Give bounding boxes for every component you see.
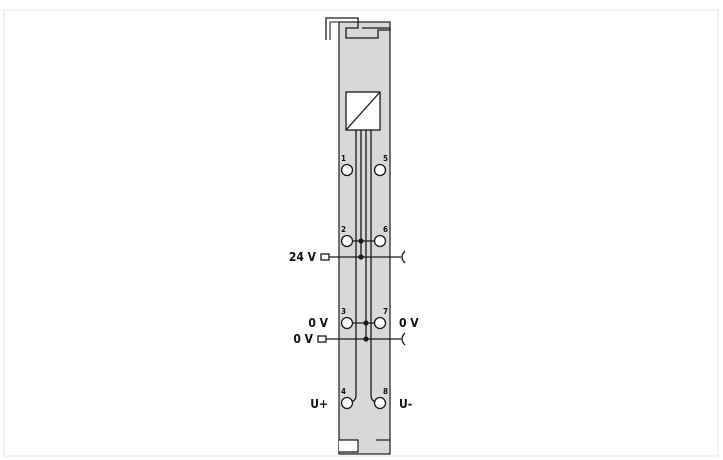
terminal-7 [373, 316, 387, 330]
terminal-1 [340, 163, 354, 177]
terminal-8 [373, 396, 387, 410]
top-latch-inner [329, 21, 354, 40]
jumper-contact-24v-right [401, 250, 406, 264]
label-24v: 24 V [289, 250, 317, 264]
label-terminal-3: 0 V [308, 316, 328, 330]
converter-icon [345, 91, 381, 131]
label-terminal-4: U+ [310, 397, 328, 411]
terminal-number: 8 [383, 387, 388, 396]
terminal-number: 1 [341, 154, 346, 163]
terminal-clamps [340, 163, 387, 410]
bottom-latch-left [339, 439, 359, 453]
top-latch [325, 17, 391, 40]
junction-dot [358, 238, 364, 244]
jumper-contact-24v-left [320, 253, 330, 261]
terminal-5 [373, 163, 387, 177]
label-terminal-8: U- [399, 397, 412, 411]
label-terminal-7: 0 V [399, 316, 419, 330]
jumper-contact-0v-left [317, 335, 327, 343]
terminal-number: 4 [341, 387, 346, 396]
terminal-2 [340, 234, 354, 248]
junction-dot [363, 320, 369, 326]
terminal-number: 6 [383, 225, 388, 234]
terminal-4 [340, 396, 354, 410]
terminal-numbers: 1 2 3 4 5 6 7 8 [341, 154, 388, 396]
signal-labels: 24 V 0 V 0 V 0 V U+ U- [289, 250, 419, 411]
terminal-number: 2 [341, 225, 346, 234]
terminal-number: 5 [383, 154, 388, 163]
terminal-number: 3 [341, 307, 346, 316]
terminal-6 [373, 234, 387, 248]
terminal-number: 7 [383, 307, 388, 316]
terminal-3 [340, 316, 354, 330]
label-0v-supply: 0 V [293, 332, 313, 346]
power-jumper-contacts [317, 250, 406, 346]
jumper-contact-0v-right [401, 332, 406, 346]
page-border [3, 9, 719, 457]
